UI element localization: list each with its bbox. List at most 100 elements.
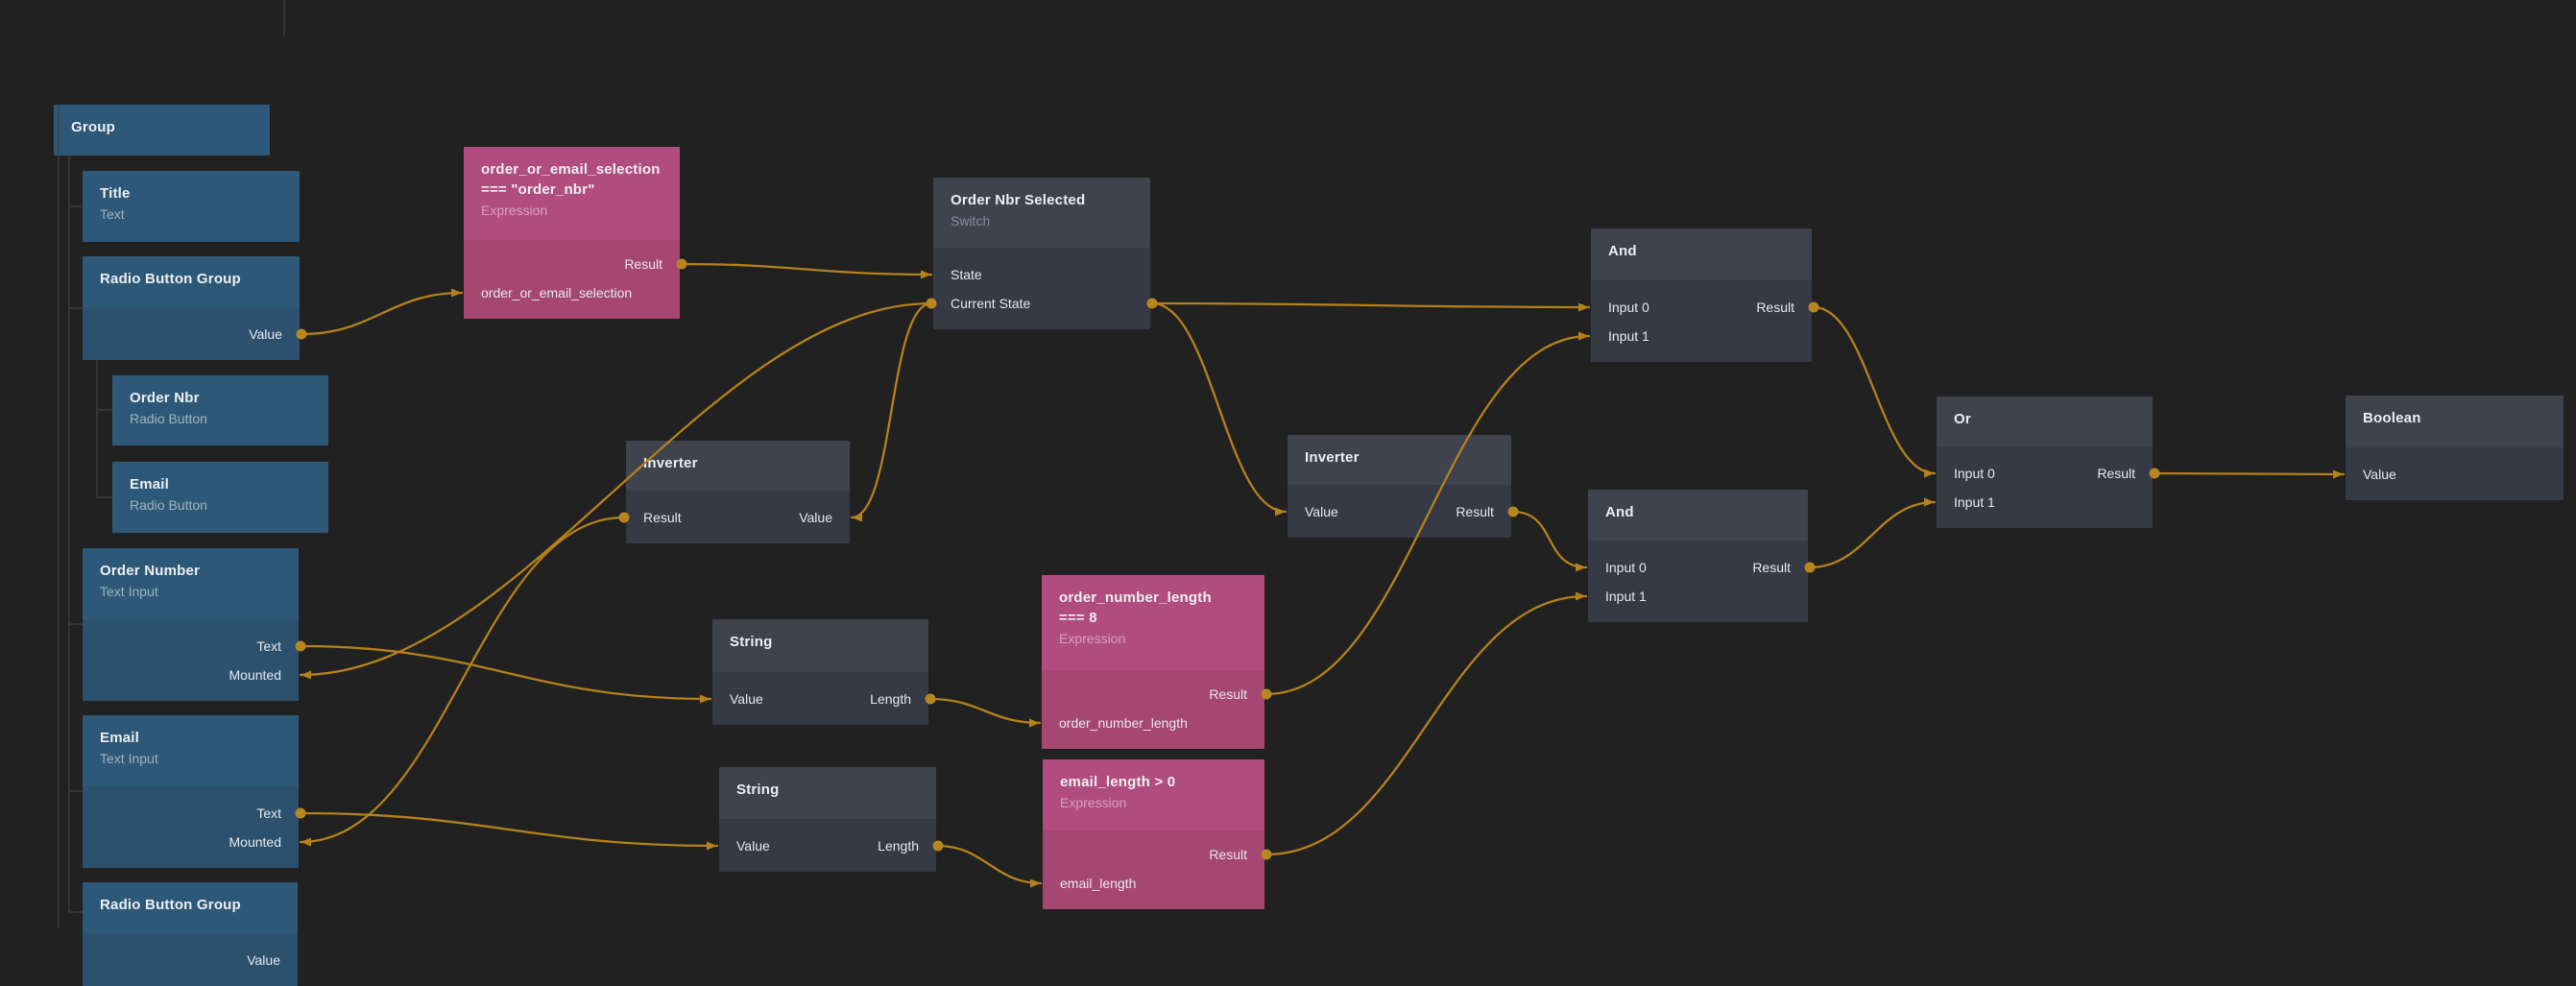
port-row: State <box>933 260 1150 289</box>
port-order_number-text[interactable]: Text <box>256 638 281 654</box>
node-title: Inverter <box>643 455 698 471</box>
port-expr3-email_length[interactable]: email_length <box>1060 876 1137 891</box>
port-switch-current_state[interactable]: Current State <box>951 296 1031 311</box>
port-and1-input0[interactable]: Input 0 <box>1608 300 1649 315</box>
port-expr3-result[interactable]: Result <box>1209 847 1247 862</box>
port-and1-input1[interactable]: Input 1 <box>1608 328 1649 344</box>
port-string1-value[interactable]: Value <box>730 691 763 707</box>
port-expr2-result[interactable]: Result <box>1209 686 1247 702</box>
node-header: Group <box>54 105 270 156</box>
node-title: Email <box>100 730 140 746</box>
wire-inverter1-result--email_input-mounted[interactable] <box>299 516 626 847</box>
node-title: Inverter <box>1305 449 1360 466</box>
wire-rbg1-value--expr1-order_or_email_selection[interactable] <box>300 288 464 336</box>
wire-or-result--boolean-value[interactable] <box>2153 469 2346 479</box>
port-row: Input 1 <box>1591 322 1812 350</box>
wire-string2-length--expr3-email_length[interactable] <box>936 844 1043 888</box>
port-email_input-text[interactable]: Text <box>256 806 281 821</box>
node-title: Boolean <box>2363 410 2421 426</box>
wire-inverter2-result--and2-input0[interactable] <box>1511 510 1588 572</box>
node-expr1[interactable]: order_or_email_selection === "order_nbr"… <box>464 147 680 319</box>
wire-and2-result--or-input1[interactable] <box>1808 497 1937 569</box>
node-header: And <box>1588 490 1808 541</box>
port-inverter1-value[interactable]: Value <box>799 510 832 525</box>
port-expr1-order_or_email_selection[interactable]: order_or_email_selection <box>481 285 633 301</box>
wire-expr3-result--and2-input1[interactable] <box>1264 591 1588 856</box>
wire-order_number-text--string1-value[interactable] <box>299 644 712 704</box>
port-row: Input 0 Result <box>1937 459 2153 488</box>
port-row: Text <box>83 632 299 661</box>
node-body: Result order_or_email_selection <box>464 240 680 319</box>
port-or-input0[interactable]: Input 0 <box>1954 466 1995 481</box>
port-and2-input1[interactable]: Input 1 <box>1605 589 1647 604</box>
port-string2-value[interactable]: Value <box>736 838 770 854</box>
port-switch-state[interactable]: State <box>951 267 982 282</box>
node-body: Value <box>83 307 300 360</box>
port-string2-length[interactable]: Length <box>878 838 919 854</box>
wire-switch-current_state--and1-input0[interactable] <box>1150 301 1591 312</box>
node-header: Inverter <box>626 441 850 491</box>
port-row: Mounted <box>83 828 299 856</box>
wire-expr1-result--switch-state[interactable] <box>680 262 933 279</box>
node-title: Order Nbr <box>130 390 200 406</box>
port-or-input1[interactable]: Input 1 <box>1954 494 1995 510</box>
port-inverter2-result[interactable]: Result <box>1456 504 1494 519</box>
port-expr1-result[interactable]: Result <box>624 256 662 272</box>
node-title: Title <box>100 185 131 202</box>
port-row: Input 0 Result <box>1588 553 1808 582</box>
wire-switch-current_state--inverter1-value[interactable] <box>850 301 933 522</box>
port-string1-length[interactable]: Length <box>870 691 911 707</box>
port-and2-result[interactable]: Result <box>1752 560 1791 575</box>
node-subtitle: Expression <box>481 203 548 218</box>
port-email_input-mounted[interactable]: Mounted <box>229 834 281 850</box>
node-title: And <box>1605 504 1634 520</box>
port-and1-result[interactable]: Result <box>1756 300 1794 315</box>
node-body: Value <box>83 933 298 986</box>
port-rbg1-value[interactable]: Value <box>249 326 282 342</box>
port-and2-input0[interactable]: Input 0 <box>1605 560 1647 575</box>
wire-switch-current_state--inverter2-value[interactable] <box>1150 301 1288 517</box>
port-boolean-value[interactable]: Value <box>2363 467 2396 482</box>
port-inverter2-value[interactable]: Value <box>1305 504 1338 519</box>
node-title: String <box>730 634 773 650</box>
node-header: And <box>1591 228 1812 280</box>
port-inverter1-result[interactable]: Result <box>643 510 682 525</box>
port-order_number-mounted[interactable]: Mounted <box>229 667 281 683</box>
wire-string1-length--expr2-order_number_length[interactable] <box>928 697 1042 728</box>
port-or-result[interactable]: Result <box>2097 466 2135 481</box>
node-subtitle: Radio Button <box>130 411 207 426</box>
node-subtitle: Text Input <box>100 751 158 766</box>
node-header: String <box>712 619 928 672</box>
node-group[interactable]: Group <box>54 105 270 156</box>
wire-and1-result--or-input0[interactable] <box>1812 305 1937 478</box>
port-rbg2-value[interactable]: Value <box>247 952 280 968</box>
port-expr2-order_number_length[interactable]: order_number_length <box>1059 715 1188 731</box>
node-header: Radio Button Group <box>83 256 300 307</box>
wire-email_input-text--string2-value[interactable] <box>299 811 719 851</box>
node-title: And <box>1608 243 1637 259</box>
port-row: Input 1 <box>1588 582 1808 611</box>
